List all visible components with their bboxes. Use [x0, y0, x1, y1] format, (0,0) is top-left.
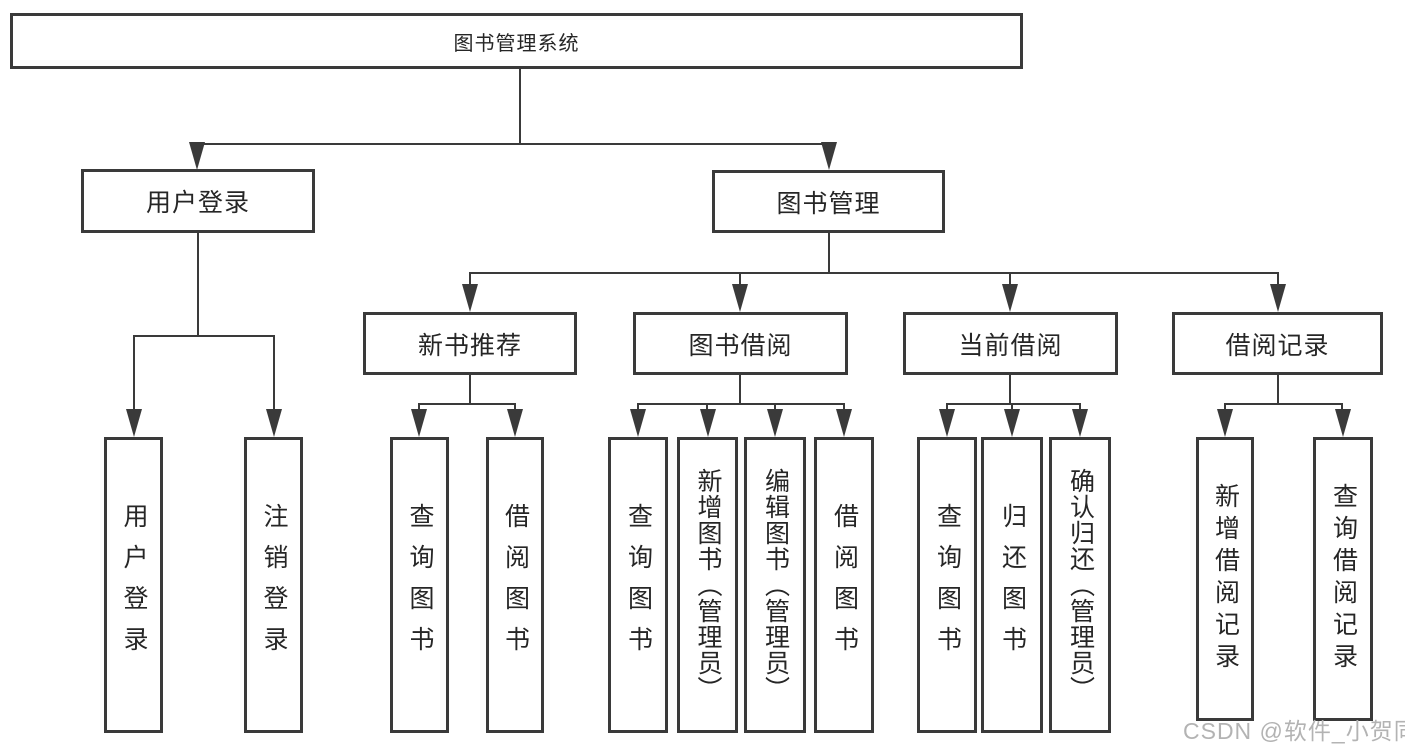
connector-vline-mgmt-branch [828, 233, 830, 273]
arrowhead-newbook-leaf2 [507, 409, 523, 437]
arrowhead-records-leaf1 [1217, 409, 1233, 437]
leaf-add-books-admin: 新增图书（管理员） [677, 437, 738, 733]
leaf-add-borrow-record: 新增借阅记录 [1196, 437, 1254, 721]
connector-stem-newbook-leaf1 [418, 403, 420, 412]
connector-stem-user-leaf2 [273, 335, 275, 412]
arrowhead-borrow-leaf1 [630, 409, 646, 437]
leaf-edit-books-admin: 编辑图书（管理员） [744, 437, 806, 733]
connector-stem-newbook-leaf2 [514, 403, 516, 412]
connector-stem-borrow-leaf1 [637, 403, 639, 412]
connector-stem-current-leaf2 [1011, 403, 1013, 412]
connector-vline-root [519, 68, 521, 144]
leaf-add-books-admin-label: 新增图书（管理员） [694, 468, 722, 702]
arrowhead-borrow-leaf2 [700, 409, 716, 437]
leaf-logout: 注销登录 [244, 437, 303, 733]
leaf-newbook-borrow-books: 借阅图书 [486, 437, 544, 733]
leaf-newbook-borrow-books-label: 借阅图书 [501, 503, 530, 667]
node-current-borrow-label: 当前借阅 [958, 331, 1063, 360]
arrowhead-to-leaf-user-login [126, 409, 142, 437]
connector-hline-borrow-leaves [637, 403, 845, 405]
leaf-borrow-query-books: 查询图书 [608, 437, 668, 733]
leaf-query-borrow-record-label: 查询借阅记录 [1329, 483, 1358, 675]
arrowhead-to-borrow [732, 284, 748, 312]
leaf-user-login: 用户登录 [104, 437, 163, 733]
node-book-mgmt-branch-label: 图书管理 [776, 189, 881, 218]
watermark: CSDN @软件_小贺同学 [1183, 718, 1405, 744]
connector-hline-current-leaves [946, 403, 1081, 405]
arrowhead-to-records [1270, 284, 1286, 312]
connector-stem-borrow-leaf4 [843, 403, 845, 412]
connector-stem-borrow [739, 272, 741, 287]
node-root: 图书管理系统 [10, 13, 1023, 69]
arrowhead-current-leaf3 [1072, 409, 1088, 437]
connector-vline-borrow [739, 375, 741, 404]
arrowhead-records-leaf2 [1335, 409, 1351, 437]
leaf-edit-books-admin-label: 编辑图书（管理员） [761, 468, 790, 702]
arrowhead-current-leaf2 [1004, 409, 1020, 437]
connector-stem-borrow-leaf3 [774, 403, 776, 412]
arrowhead-borrow-leaf4 [836, 409, 852, 437]
connector-hline-user-leaves [133, 335, 275, 337]
node-user-login-branch: 用户登录 [81, 169, 315, 233]
leaf-borrow-books: 借阅图书 [814, 437, 874, 733]
arrowhead-to-current [1002, 284, 1018, 312]
leaf-query-borrow-record: 查询借阅记录 [1313, 437, 1373, 721]
connector-vline-user-branch [197, 233, 199, 336]
node-new-book-recommend-label: 新书推荐 [417, 331, 522, 360]
leaf-logout-label: 注销登录 [260, 503, 288, 667]
node-user-login-branch-label: 用户登录 [145, 189, 250, 217]
connector-vline-records [1277, 375, 1279, 404]
connector-hline-level2 [196, 143, 830, 145]
leaf-return-books: 归还图书 [981, 437, 1043, 733]
arrowhead-to-user-login [189, 142, 205, 170]
connector-vline-newbook [469, 375, 471, 404]
leaf-return-books-label: 归还图书 [998, 503, 1027, 667]
arrowhead-to-leaf-logout [266, 409, 282, 437]
node-borrow-records-label: 借阅记录 [1225, 331, 1330, 360]
leaf-user-login-label: 用户登录 [120, 503, 148, 667]
leaf-add-borrow-record-label: 新增借阅记录 [1211, 483, 1240, 675]
connector-stem-newbook [469, 272, 471, 287]
connector-stem-borrow-leaf2 [706, 403, 708, 412]
connector-hline-level3 [469, 272, 1279, 274]
connector-stem-current [1009, 272, 1011, 287]
node-root-label: 图书管理系统 [453, 32, 580, 55]
arrowhead-current-leaf1 [939, 409, 955, 437]
leaf-current-query-books-label: 查询图书 [933, 503, 962, 667]
connector-stem-current-leaf3 [1079, 403, 1081, 412]
node-book-borrow-label: 图书借阅 [688, 331, 793, 360]
leaf-current-query-books: 查询图书 [917, 437, 977, 733]
arrowhead-newbook-leaf1 [411, 409, 427, 437]
arrowhead-to-book-mgmt [821, 142, 837, 170]
node-borrow-records: 借阅记录 [1172, 312, 1383, 375]
node-current-borrow: 当前借阅 [903, 312, 1118, 375]
arrowhead-borrow-leaf3 [767, 409, 783, 437]
connector-stem-user-leaf1 [133, 335, 135, 412]
connector-hline-records-leaves [1224, 403, 1343, 405]
connector-stem-records-leaf1 [1224, 403, 1226, 412]
leaf-borrow-books-label: 借阅图书 [830, 503, 859, 667]
node-new-book-recommend: 新书推荐 [363, 312, 577, 375]
leaf-confirm-return-admin: 确认归还（管理员） [1049, 437, 1111, 733]
connector-vline-current [1009, 375, 1011, 404]
node-book-mgmt-branch: 图书管理 [712, 170, 945, 233]
connector-stem-records-leaf2 [1341, 403, 1343, 412]
leaf-confirm-return-admin-label: 确认归还（管理员） [1066, 468, 1095, 702]
node-book-borrow: 图书借阅 [633, 312, 848, 375]
arrowhead-to-newbook [462, 284, 478, 312]
connector-stem-current-leaf1 [946, 403, 948, 412]
leaf-newbook-query-books: 查询图书 [390, 437, 449, 733]
connector-stem-records [1277, 272, 1279, 287]
connector-hline-newbook-leaves [419, 403, 516, 405]
leaf-newbook-query-books-label: 查询图书 [406, 503, 434, 667]
leaf-borrow-query-books-label: 查询图书 [624, 503, 653, 667]
